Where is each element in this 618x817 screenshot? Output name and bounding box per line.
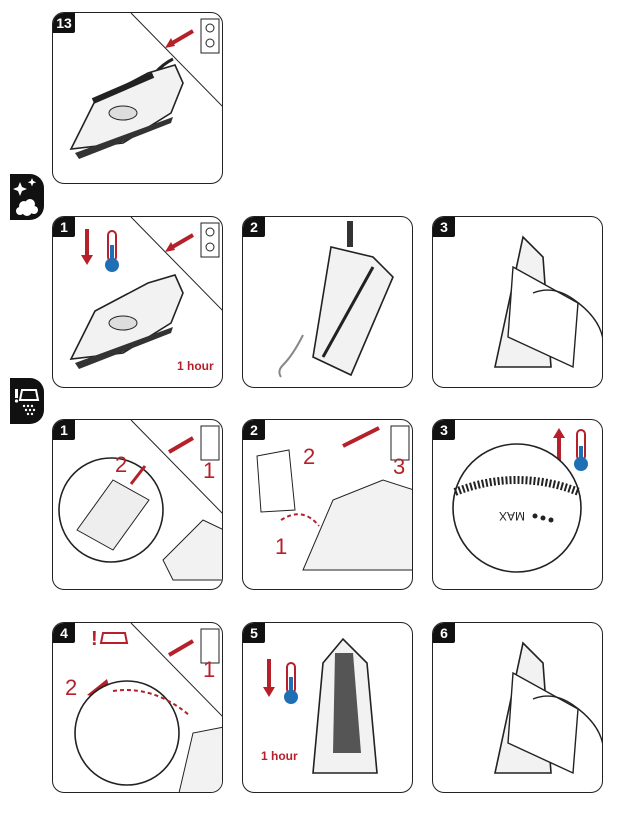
step-number: 6: [433, 623, 455, 643]
wipe-soleplate-illustration: [494, 641, 602, 775]
duration-label: 1 hour: [177, 359, 214, 373]
set-max-temp-illustration: MAX: [452, 428, 588, 573]
step-number: 4: [53, 623, 75, 643]
step-number: 2: [243, 420, 265, 440]
step-number: 5: [243, 623, 265, 643]
callout-number: 2: [65, 675, 77, 700]
dial-label: MAX: [499, 509, 525, 523]
step-number: 3: [433, 420, 455, 440]
step-b3-panel: MAX 3: [432, 419, 603, 590]
self-clean-steam-illustration: ! 2 1: [65, 623, 222, 792]
duration-label: 1 hour: [261, 749, 298, 763]
callout-number: 2: [303, 444, 315, 469]
sparkle-clean-icon: [10, 174, 44, 220]
step-b5-panel: 5 1 hour: [242, 622, 413, 793]
callout-number: 1: [203, 458, 215, 483]
step-b6-panel: 6: [432, 622, 603, 793]
steam-warning-icon: [10, 378, 44, 424]
fill-water-illustration: 2 3 1: [256, 425, 412, 571]
step-number: 3: [433, 217, 455, 237]
callout-number: 1: [203, 657, 215, 682]
step-b4-panel: ! 2 1 4: [52, 622, 223, 793]
turn-dial-illustration: 2 1: [58, 420, 222, 581]
wipe-soleplate-illustration: [494, 235, 602, 369]
step-number: 1: [53, 217, 75, 237]
iron-plugged-illustration: [69, 13, 222, 159]
iron-cooling-illustration: [69, 217, 222, 369]
step-13-panel: 13: [52, 12, 223, 184]
callout-number: 1: [275, 534, 287, 559]
step-a3-panel: 3: [432, 216, 603, 388]
step-a1-panel: 1 1 hour: [52, 216, 223, 388]
step-number: 1: [53, 420, 75, 440]
step-number: 13: [53, 13, 75, 33]
step-b1-panel: 2 1 1: [52, 419, 223, 590]
iron-upright-drain-illustration: [278, 221, 394, 378]
callout-number: 2: [115, 452, 127, 477]
iron-cooling-upright-illustration: [263, 637, 378, 774]
step-a2-panel: 2: [242, 216, 413, 388]
callout-number: 3: [393, 454, 405, 479]
step-number: 2: [243, 217, 265, 237]
step-b2-panel: 2 3 1 2: [242, 419, 413, 590]
warning-mark: !: [91, 628, 98, 650]
